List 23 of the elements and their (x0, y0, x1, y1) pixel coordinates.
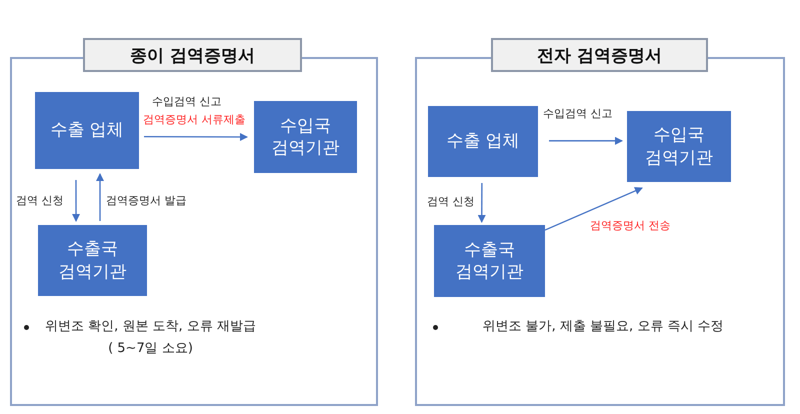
panel-heading: 종이 검역증명서 (83, 38, 302, 72)
arrow (478, 183, 486, 223)
arrow (72, 180, 80, 222)
process-box: 수출 업체 (35, 92, 139, 169)
annotation-text: 검역증명서 서류제출 (143, 112, 246, 127)
edge-label: 검역증명서 발급 (106, 193, 186, 208)
edge-label: 검역 신청 (16, 193, 64, 208)
arrow (544, 187, 643, 231)
arrow (144, 132, 248, 141)
panel-heading: 전자 검역증명서 (491, 38, 708, 72)
edge-label: 검역증명서 전송 (590, 218, 670, 233)
arrow (96, 173, 104, 221)
process-box: 수입국 검역기관 (627, 111, 731, 182)
process-box: 수출 업체 (428, 106, 538, 177)
edge-label: 검역 신청 (427, 194, 474, 209)
bullet-note: 위변조 확인, 원본 도착, 오류 재발급 ( 5~7일 소요) (44, 318, 257, 358)
process-box: 수입국 검역기관 (254, 101, 357, 173)
process-box: 수출국 검역기관 (434, 225, 545, 297)
arrow (549, 136, 623, 145)
process-box: 수출국 검역기관 (38, 225, 147, 296)
edge-label: 수입검역 신고 (543, 106, 612, 121)
bullet-note: 위변조 불가, 제출 불필요, 오류 즉시 수정 (481, 318, 725, 336)
edge-label: 수입검역 신고 (152, 94, 222, 109)
